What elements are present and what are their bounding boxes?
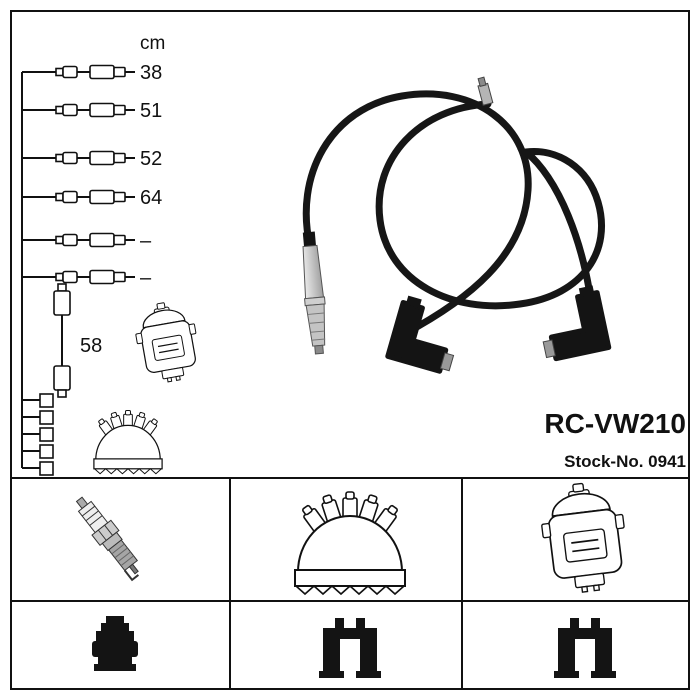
cable-length-label: 64 [140, 187, 162, 209]
distributor-cap-icon-small [93, 409, 163, 475]
terminal-square [39, 461, 54, 476]
terminal-square [39, 393, 54, 408]
pencil-boot [302, 231, 326, 355]
cable-row: – [22, 267, 152, 289]
cable-length-label: 52 [140, 148, 162, 170]
spark-plug-icon [75, 496, 140, 582]
ignition-cables-photo [302, 76, 609, 374]
outer-border [10, 10, 690, 690]
cable-lengths-table: cm 38 51 52 64 – – [21, 33, 165, 476]
terminal-squares [22, 393, 54, 476]
plug-cover-icon [92, 616, 138, 671]
coil-cable-length-label: 58 [80, 335, 102, 357]
connector-bracket-icon [319, 618, 381, 678]
cable-icon [37, 269, 136, 285]
terminal-square [39, 410, 54, 425]
cable-icon [37, 232, 136, 248]
cable-icon [37, 189, 136, 205]
distributor-cap-icon-large [294, 491, 406, 595]
cable-terminal [477, 76, 494, 106]
cable-row: 38 [22, 62, 162, 84]
stock-number: Stock-No. 0941 [564, 452, 686, 471]
ignition-coil-icon-small [130, 297, 205, 387]
cable-icon [37, 64, 136, 80]
product-code: RC-VW210 [544, 408, 686, 439]
cable-row: 64 [22, 187, 162, 209]
cable-row: – [22, 230, 152, 252]
terminal-square [39, 444, 54, 459]
unit-header: cm [140, 33, 165, 54]
cable-length-label: 38 [140, 62, 162, 84]
cable-icon [37, 150, 136, 166]
ignition-cable [302, 90, 532, 338]
ignition-cable [375, 100, 605, 330]
cable-row: 51 [22, 100, 162, 122]
cable-length-label: – [140, 230, 152, 252]
ignition-coil-icon-large [536, 478, 633, 597]
terminal-square [39, 427, 54, 442]
cable-length-label: – [140, 267, 152, 289]
coil-cable-58: 58 [53, 283, 102, 398]
cable-row: 52 [22, 148, 162, 170]
connector-bracket-icon [554, 618, 616, 678]
cable-length-label: 51 [140, 100, 162, 122]
cable-icon [37, 102, 136, 118]
